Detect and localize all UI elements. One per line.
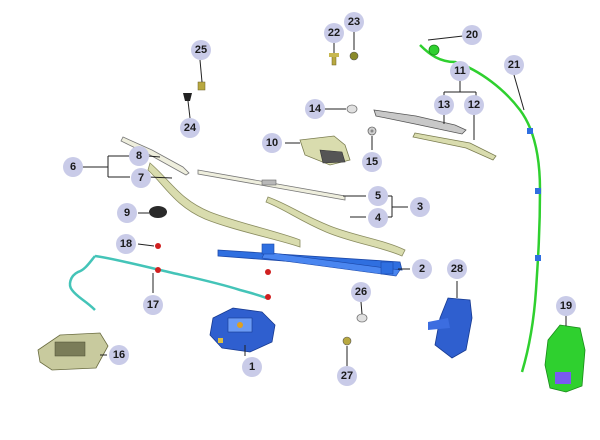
callout-label: 25 — [195, 44, 207, 56]
part-reservoir-hose — [419, 44, 542, 373]
callout-19: 19 — [556, 296, 576, 316]
callout-25: 25 — [191, 40, 211, 60]
part-wiper-motor — [209, 307, 276, 353]
callout-8: 8 — [129, 146, 149, 166]
callout-label: 27 — [341, 370, 353, 382]
callout-21: 21 — [504, 55, 524, 75]
callout-label: 21 — [508, 59, 520, 71]
callout-label: 19 — [560, 300, 572, 312]
part-wiper-linkage — [217, 243, 403, 277]
part-clip — [197, 81, 206, 91]
part-cap — [149, 206, 167, 218]
callout-5: 5 — [368, 186, 388, 206]
callout-label: 10 — [266, 137, 278, 149]
callout-label: 28 — [451, 263, 463, 275]
callout-label: 14 — [309, 103, 322, 115]
callout-label: 20 — [466, 29, 478, 41]
callout-label: 26 — [355, 286, 367, 298]
callout-22: 22 — [324, 23, 344, 43]
callout-label: 2 — [419, 263, 425, 275]
callout-label: 7 — [138, 172, 144, 184]
part-bolt — [329, 53, 339, 66]
callout-label: 5 — [375, 190, 381, 202]
callout-28: 28 — [447, 259, 467, 279]
callout-label: 23 — [348, 16, 360, 28]
callout-10: 10 — [262, 133, 282, 153]
part-rear-wiper-blade — [412, 132, 497, 161]
callout-14: 14 — [305, 99, 325, 119]
callout-label: 22 — [328, 27, 340, 39]
callout-15: 15 — [362, 152, 382, 172]
callout-label: 1 — [249, 361, 255, 373]
callout-16: 16 — [109, 345, 129, 365]
callout-label: 11 — [454, 65, 466, 77]
callout-label: 12 — [468, 99, 480, 111]
callout-13: 13 — [434, 95, 454, 115]
part-cap-nut — [346, 104, 358, 114]
callout-label: 6 — [70, 161, 76, 173]
part-washer-nozzle — [356, 313, 368, 323]
callout-7: 7 — [131, 168, 151, 188]
part-mounting-bracket — [428, 297, 473, 359]
callout-26: 26 — [351, 282, 371, 302]
callout-23: 23 — [344, 12, 364, 32]
callout-2: 2 — [412, 259, 432, 279]
callout-3: 3 — [410, 197, 430, 217]
callout-label: 18 — [120, 238, 132, 250]
callout-17: 17 — [143, 295, 163, 315]
callout-label: 15 — [366, 156, 378, 168]
callout-label: 17 — [147, 299, 159, 311]
part-screw — [342, 336, 352, 346]
part-washer-reservoir — [544, 324, 586, 393]
callout-1: 1 — [242, 357, 262, 377]
callout-9: 9 — [117, 203, 137, 223]
callout-27: 27 — [337, 366, 357, 386]
callout-11: 11 — [450, 61, 470, 81]
callout-12: 12 — [464, 95, 484, 115]
callout-label: 13 — [438, 99, 450, 111]
callout-6: 6 — [63, 157, 83, 177]
callout-label: 8 — [136, 150, 142, 162]
callout-20: 20 — [462, 25, 482, 45]
part-hex-nut — [349, 51, 359, 61]
part-wiper-arm-left — [147, 162, 301, 248]
part-rear-wiper-motor — [299, 135, 351, 166]
callout-label: 4 — [375, 212, 382, 224]
part-nut — [367, 126, 377, 136]
callout-label: 9 — [124, 207, 130, 219]
callout-label: 24 — [184, 122, 197, 134]
part-grommet — [183, 93, 192, 101]
part-washer-hose — [68, 243, 271, 311]
callout-4: 4 — [368, 208, 388, 228]
part-wiper-arm-right — [265, 196, 406, 257]
callout-label: 3 — [417, 201, 423, 213]
callout-label: 16 — [113, 349, 125, 361]
part-washer-relay — [37, 332, 109, 371]
callout-24: 24 — [180, 118, 200, 138]
part-wiper-blade-center — [197, 169, 346, 201]
callout-18: 18 — [116, 234, 136, 254]
part-rear-wiper-arm — [373, 109, 467, 135]
